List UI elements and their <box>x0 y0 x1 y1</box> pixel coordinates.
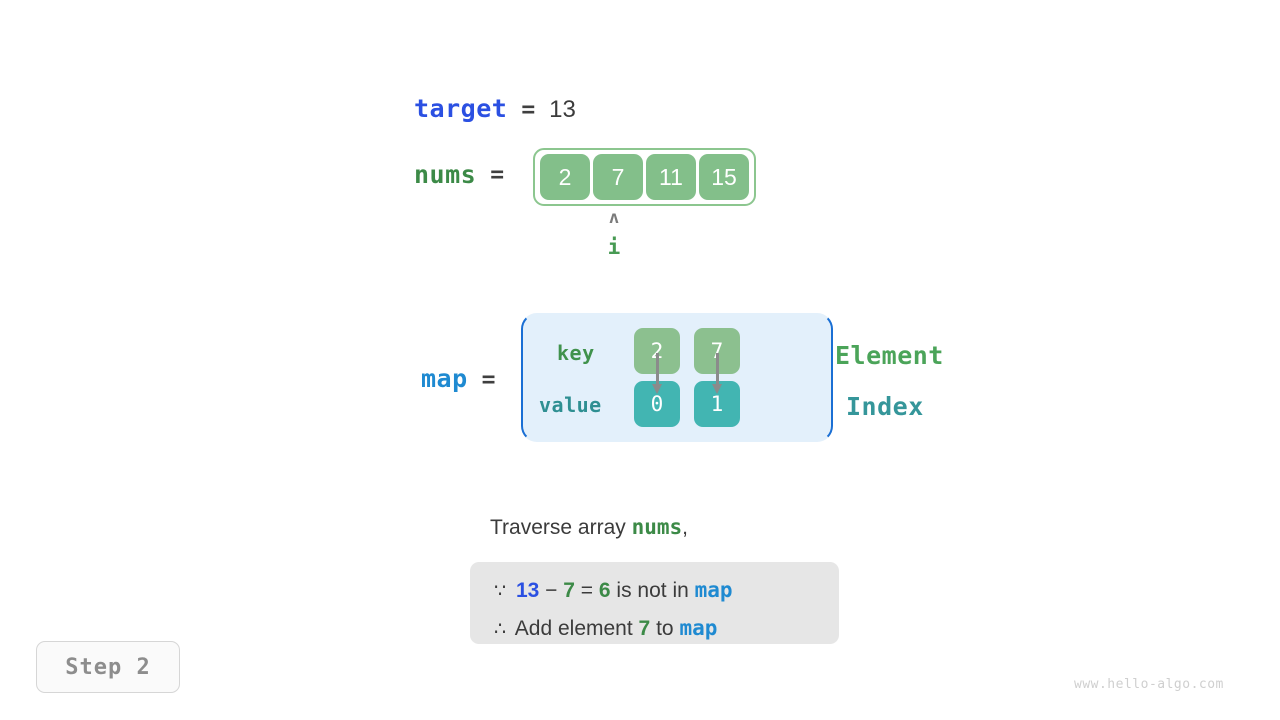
explanation-note-box: ∵ 13 − 7 = 6 is not in map ∴ Add element… <box>470 562 839 644</box>
note-line2-map: map <box>679 616 718 640</box>
note-line1-text: is not in <box>616 579 689 602</box>
note-operand-a: 13 <box>515 579 540 602</box>
target-assignment-row: target = 13 <box>414 94 576 124</box>
array-cell: 11 <box>646 154 696 200</box>
note-operand-b: 7 <box>563 579 575 602</box>
array-cell: 15 <box>699 154 749 200</box>
note-operator-minus: − <box>545 579 558 602</box>
note-line-2: ∴ Add element 7 to map <box>494 610 815 648</box>
caption-prefix: Traverse array <box>490 516 632 539</box>
because-symbol-icon: ∵ <box>494 581 507 602</box>
key-to-value-arrow-icon <box>710 353 724 397</box>
map-value-cell: 0 <box>634 381 680 427</box>
target-value: 13 <box>549 96 576 123</box>
legend-element-label: Element <box>835 341 944 370</box>
nums-variable-label: nums <box>414 160 477 189</box>
note-operator-equals: = <box>580 579 594 602</box>
nums-equals-sign: = <box>490 161 505 188</box>
key-to-value-arrow-icon <box>650 353 664 397</box>
map-key-row-label: key <box>557 341 595 365</box>
step-badge: Step 2 <box>36 641 180 693</box>
map-contents: key value 2 7 0 1 <box>521 313 833 442</box>
index-pointer-label: i <box>607 235 621 259</box>
caption-highlight-nums: nums <box>631 515 683 539</box>
note-line2-text1: Add element <box>514 617 633 640</box>
index-pointer-caret-icon: ʌ <box>608 208 620 228</box>
array-cell: 2 <box>540 154 590 200</box>
array-cell: 7 <box>593 154 643 200</box>
caption-suffix: , <box>682 516 689 539</box>
nums-assignment-row: nums = <box>414 160 504 189</box>
map-assignment-row: map = <box>421 364 496 393</box>
map-value-row-label: value <box>539 393 602 417</box>
target-variable-label: target <box>414 94 508 123</box>
map-equals-sign: = <box>481 367 496 393</box>
map-variable-label: map <box>421 364 468 393</box>
nums-array-container: 2 7 11 15 <box>533 148 756 206</box>
note-result: 6 <box>598 579 611 602</box>
watermark: www.hello-algo.com <box>1074 677 1224 692</box>
legend-index-label: Index <box>846 392 924 421</box>
note-line2-value: 7 <box>638 617 651 640</box>
caption-text: Traverse array nums, <box>490 515 688 540</box>
note-line-1: ∵ 13 − 7 = 6 is not in map <box>494 572 815 610</box>
therefore-symbol-icon: ∴ <box>494 619 507 640</box>
note-line1-map: map <box>694 578 733 602</box>
note-line2-text2: to <box>656 617 674 640</box>
target-equals-sign: = <box>521 97 536 123</box>
